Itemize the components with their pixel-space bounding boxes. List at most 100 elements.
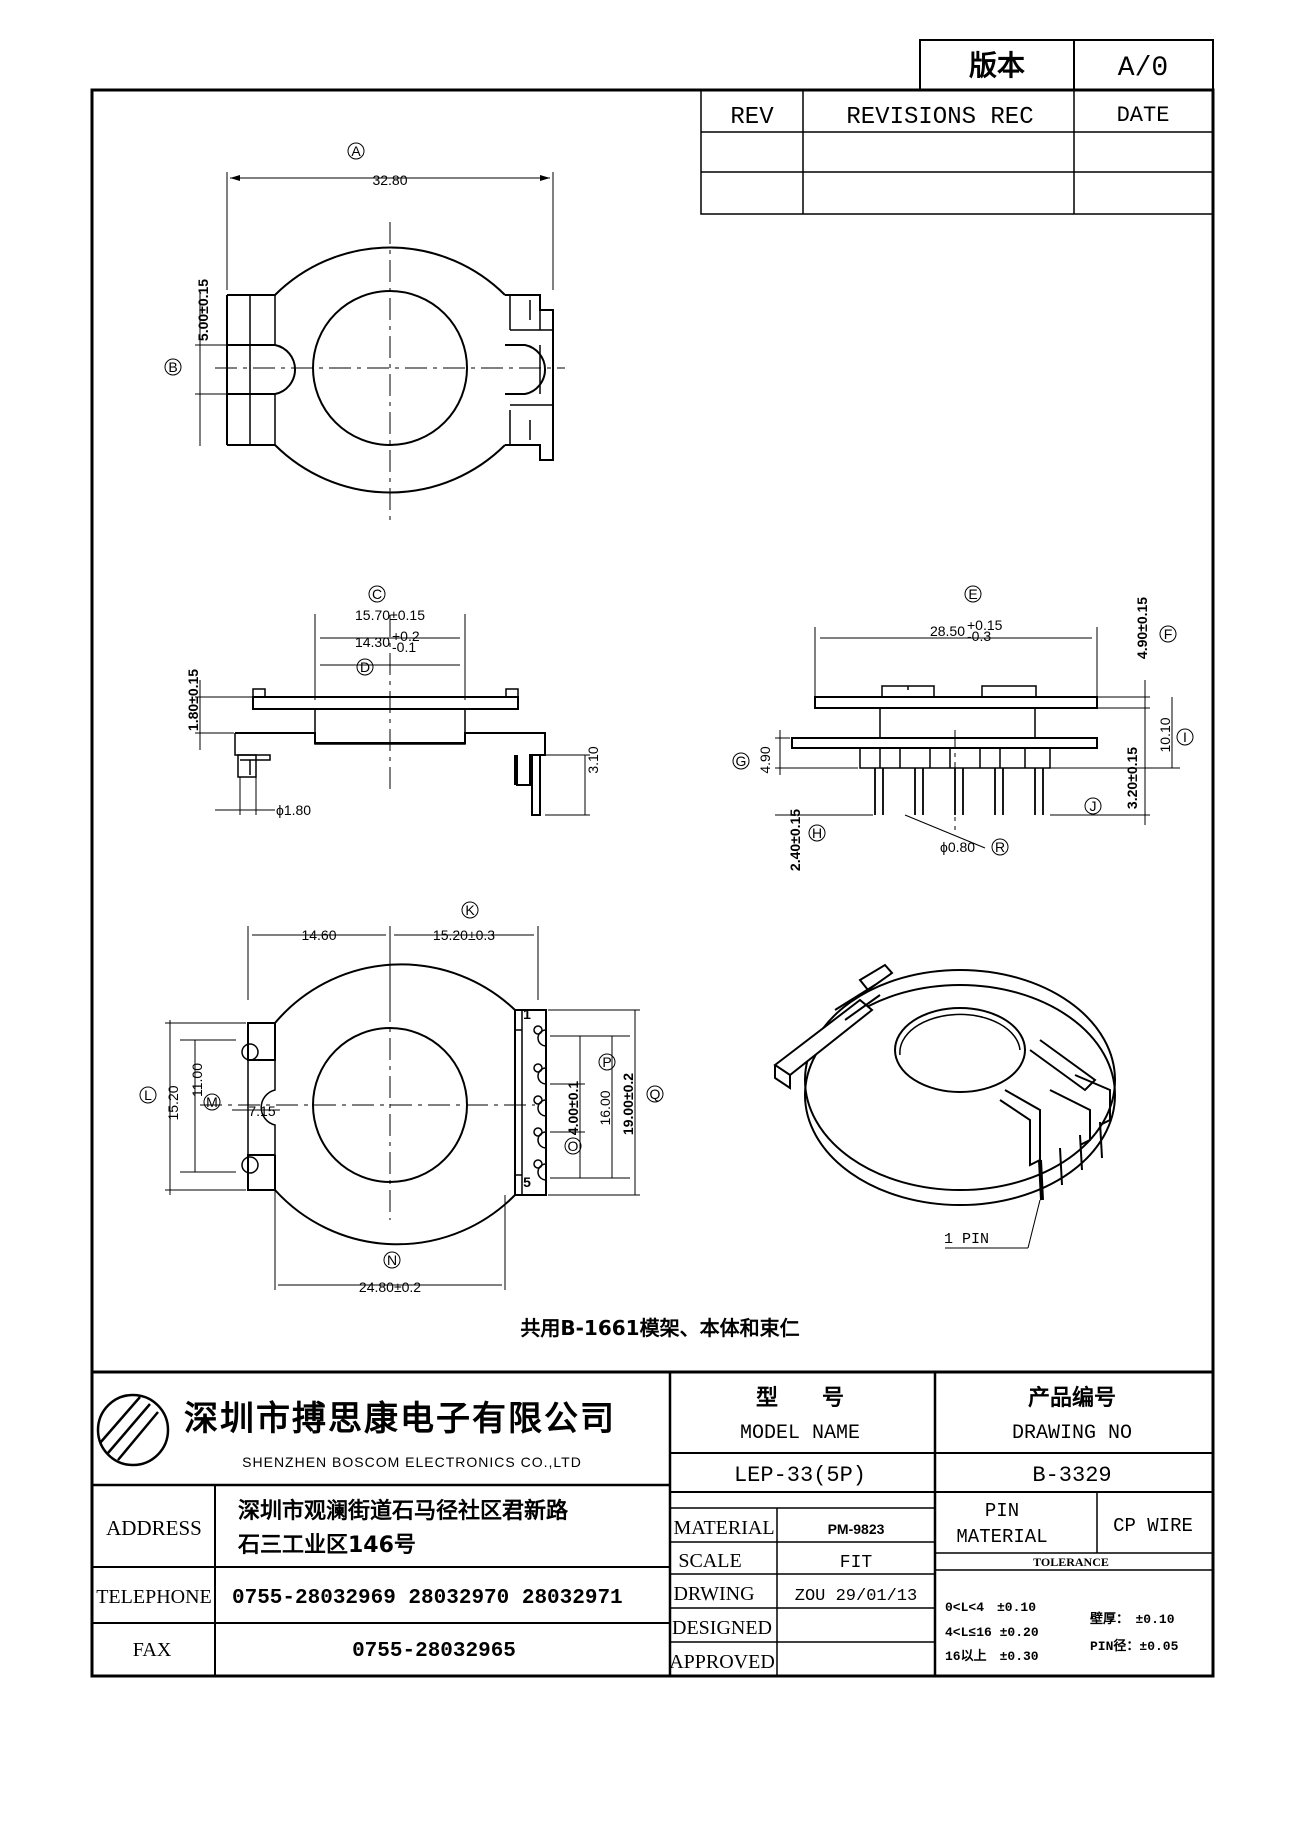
side-view: [775, 627, 1180, 849]
dim-h: 2.40±0.15: [787, 809, 803, 871]
tolerance-label: TOLERANCE: [1033, 1555, 1109, 1569]
dim-e: 28.50: [930, 623, 965, 639]
scale-label: SCALE: [678, 1550, 741, 1572]
label-i: I: [1183, 729, 1187, 745]
label-p: P: [602, 1054, 611, 1070]
rev-header: REV: [730, 104, 774, 131]
fax-label: FAX: [133, 1639, 172, 1661]
label-o: O: [568, 1138, 579, 1154]
tol-wall: 壁厚： ±0.10: [1090, 1611, 1175, 1627]
company-name-cn: 深圳市搏思康电子有限公司: [184, 1399, 616, 1439]
bottom-view: [165, 926, 640, 1290]
scale-value: FIT: [840, 1553, 873, 1573]
top-view: [195, 172, 565, 520]
top-view-annotations: A 32.80 B 5.00±0.15: [164, 142, 408, 376]
pin-material-value: CP WIRE: [1113, 1515, 1193, 1537]
version-label: 版本: [969, 49, 1025, 82]
iso-view: [773, 963, 1116, 1249]
label-e: E: [968, 586, 977, 602]
label-j: J: [1090, 798, 1097, 814]
dim-pin-len: 3.10: [585, 746, 601, 773]
dim-d-tol-plus: +0.2: [392, 628, 420, 644]
tol-pin: PIN径：±0.05: [1090, 1638, 1179, 1654]
dim-k-right: 15.20±0.3: [433, 927, 495, 943]
dim-i: 10.10: [1157, 717, 1173, 752]
dim-l: 15.20: [165, 1085, 181, 1120]
dim-n: 24.80±0.2: [359, 1279, 421, 1295]
tol-range-1: 0<L<4 ±0.10: [945, 1600, 1036, 1615]
pin-last: 5: [523, 1174, 531, 1190]
material-label: MATERIAL: [673, 1517, 774, 1539]
label-c: C: [372, 586, 382, 602]
drawing-label-en: DRAWING NO: [1012, 1422, 1132, 1445]
telephone-label: TELEPHONE: [96, 1586, 212, 1608]
label-d: D: [360, 659, 370, 675]
label-l: L: [144, 1087, 152, 1103]
front-view: [195, 614, 590, 816]
label-b: B: [168, 359, 177, 375]
tol-range-2: 4<L≤16 ±0.20: [945, 1625, 1039, 1640]
label-r: R: [995, 839, 1005, 855]
dim-e-tol-minus: -0.3: [967, 628, 991, 644]
dim-a: 32.80: [372, 172, 407, 188]
version-value: A/0: [1118, 53, 1168, 84]
label-m: M: [206, 1094, 218, 1110]
revisions-table: [700, 89, 1214, 215]
revisions-header: REVISIONS REC: [846, 104, 1033, 131]
dim-p: 16.00: [597, 1090, 613, 1125]
sheet-frame: [90, 88, 1215, 1678]
drawing-label-cn: 产品编号: [1028, 1385, 1116, 1411]
version-box: [919, 39, 1214, 91]
title-block-grid: [92, 1370, 1213, 1676]
dim-pin-dia: ϕ1.80: [276, 802, 311, 818]
drawing-row-label: DRWING: [673, 1583, 754, 1605]
dim-g: 4.90: [757, 746, 773, 773]
model-value: LEP-33(5P): [734, 1463, 866, 1488]
label-h: H: [812, 825, 822, 841]
telephone-value: 0755-28032969 28032970 28032971: [232, 1587, 623, 1610]
dim-r: ϕ0.80: [940, 839, 975, 855]
model-label-cn: 型 号: [756, 1386, 844, 1411]
label-k: K: [465, 902, 475, 918]
pin-material-label-2: MATERIAL: [956, 1526, 1047, 1548]
company-name-en: SHENZHEN BOSCOM ELECTRONICS CO.,LTD: [242, 1454, 582, 1470]
dim-e-tol-plus: +0.15: [967, 617, 1003, 633]
label-n: N: [387, 1252, 397, 1268]
dim-j: 3.20±0.15: [1124, 747, 1140, 809]
address-line2: 石三工业区146号: [237, 1533, 416, 1558]
dim-m2: 7.15: [248, 1103, 275, 1119]
dim-o: 4.00±0.1: [565, 1081, 581, 1136]
side-view-annotations: E 28.50 +0.15 -0.3 F 4.90±0.15 G 4.90 H …: [732, 585, 1194, 871]
address-label: ADDRESS: [106, 1516, 202, 1540]
pin-one-callout: 1 PIN: [944, 1231, 989, 1248]
dim-k-left: 14.60: [301, 927, 336, 943]
company-logo: [96, 1393, 170, 1467]
shared-parts-note: 共用B-1661模架、本体和束仁: [520, 1316, 799, 1340]
label-g: G: [736, 753, 747, 769]
pin-first: 1: [523, 1006, 531, 1022]
address-line1: 深圳市观澜街道石马径社区君新路: [238, 1498, 569, 1524]
bottom-view-annotations: K 14.60 15.20±0.3 L 15.20 M 11.00 7.15 N…: [139, 901, 664, 1295]
dim-b: 5.00±0.15: [195, 279, 211, 341]
dim-m: 11.00: [189, 1063, 205, 1097]
dim-c: 15.70±0.15: [355, 607, 425, 623]
drawing-row-value: ZOU 29/01/13: [795, 1587, 917, 1606]
model-label-en: MODEL NAME: [740, 1422, 860, 1445]
drawing-value: B-3329: [1032, 1463, 1111, 1488]
designed-label: DESIGNED: [672, 1617, 772, 1639]
label-f: F: [1164, 626, 1173, 642]
tol-range-3: 16以上 ±0.30: [945, 1649, 1039, 1664]
dim-q: 19.00±0.2: [620, 1073, 636, 1135]
dim-f: 4.90±0.15: [1134, 597, 1150, 659]
pin-material-label-1: PIN: [985, 1500, 1019, 1522]
fax-value: 0755-28032965: [352, 1640, 516, 1663]
material-value: PM-9823: [828, 1521, 885, 1537]
label-a: A: [351, 143, 361, 159]
date-header: DATE: [1117, 103, 1170, 128]
dim-height: 1.80±0.15: [185, 669, 201, 731]
label-q: Q: [650, 1086, 661, 1102]
dim-d: 14.30: [355, 634, 390, 650]
front-view-annotations: C 15.70±0.15 14.30 +0.2 -0.1 D 1.80±0.15…: [185, 585, 601, 818]
dim-d-tol-minus: -0.1: [392, 639, 416, 655]
